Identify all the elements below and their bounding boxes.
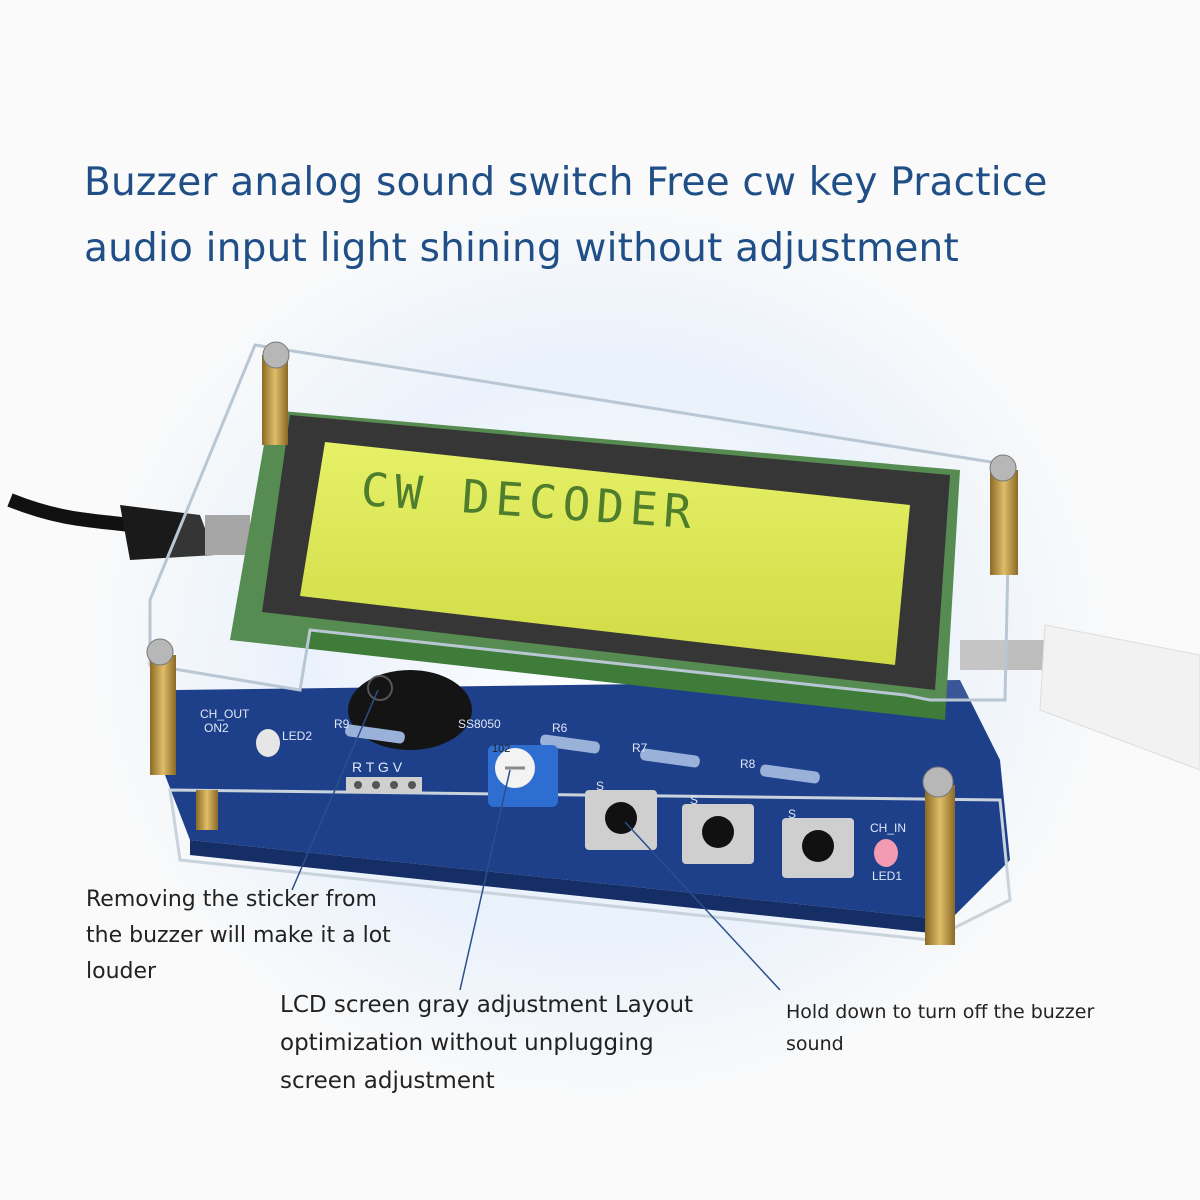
callout-buzzer-line-2: the buzzer will make it a lot	[86, 923, 391, 948]
resistors	[345, 724, 820, 784]
callout-lcd-adjust-line-3: screen adjustment	[280, 1068, 495, 1094]
callout-lcd-adjust-line-2: optimization without unplugging	[280, 1030, 654, 1056]
screws	[146, 341, 1017, 798]
acrylic-bottom-plate	[168, 788, 1012, 942]
callout-button-line-2: sound	[786, 1033, 844, 1055]
silk-s3: S	[788, 807, 796, 821]
callout-buzzer: Removing the sticker from the buzzer wil…	[86, 882, 416, 990]
silk-ch-out: CH_OUT	[200, 707, 250, 721]
silk-r8: R8	[740, 757, 756, 771]
silk-led1: LED1	[872, 869, 902, 883]
callout-button: Hold down to turn off the buzzer sound	[786, 996, 1146, 1060]
silk-led2: LED2	[282, 729, 312, 743]
callout-buzzer-line-1: Removing the sticker from	[86, 887, 377, 912]
callout-buzzer-line-3: louder	[86, 959, 157, 984]
silk-on2: ON2	[204, 721, 229, 735]
callout-lcd-adjust: LCD screen gray adjustment Layout optimi…	[280, 986, 720, 1100]
callout-lcd-adjust-line-1: LCD screen gray adjustment Layout	[280, 992, 694, 1018]
headline-line-1: Buzzer analog sound switch Free cw key P…	[84, 160, 1048, 205]
silk-ch-in: CH_IN	[870, 821, 906, 835]
leader-line-buzzer	[291, 689, 379, 891]
silk-s1: S	[596, 779, 604, 793]
silk-r7: R7	[632, 741, 648, 755]
leds	[256, 729, 898, 867]
brass-standoffs	[150, 355, 1018, 945]
callout-button-line-1: Hold down to turn off the buzzer	[786, 1001, 1095, 1023]
silk-rtgv: R T G V	[352, 759, 403, 775]
silk-r9: R9	[334, 717, 350, 731]
leader-line-button	[624, 821, 781, 991]
lcd-module	[230, 410, 960, 720]
acrylic-top-plate	[148, 343, 1012, 702]
header-pins	[346, 777, 422, 793]
silk-r6: R6	[552, 721, 568, 735]
headline-line-2: audio input light shining without adjust…	[84, 226, 959, 271]
pot-marking: 102	[492, 743, 510, 755]
push-buttons	[585, 790, 854, 878]
leader-line-pot	[459, 769, 511, 991]
silk-ss8050: SS8050	[458, 717, 501, 731]
silk-s2: S	[690, 793, 698, 807]
audio-cable	[7, 493, 250, 560]
